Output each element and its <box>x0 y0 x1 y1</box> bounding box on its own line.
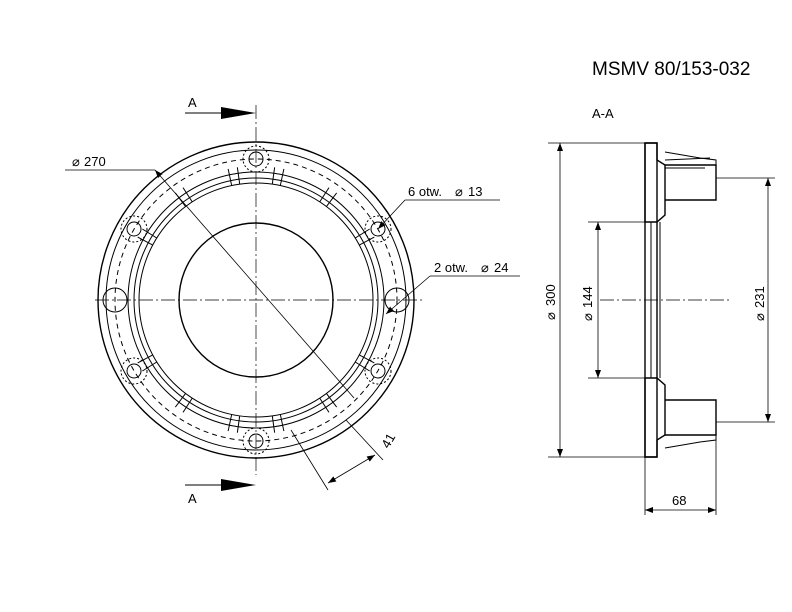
rib-line <box>227 414 233 432</box>
holes-small-label: 6 otw. <box>408 184 442 199</box>
section-marker-bottom: A <box>188 491 197 506</box>
rib-line <box>142 228 158 239</box>
rib-line <box>236 415 241 433</box>
dim-d231: 231 <box>752 286 767 308</box>
section-marker-top: A <box>188 95 197 110</box>
rib-line <box>354 361 370 372</box>
dia-symbol-270: ⌀ <box>72 154 80 169</box>
section-label: A-A <box>592 106 614 121</box>
dia-symbol-144: ⌀ <box>580 313 595 321</box>
section-view: A-A ⌀ 300 ⌀ 144 ⌀ <box>543 106 775 515</box>
dim-d300: 300 <box>543 284 558 306</box>
holes-small-dia: 13 <box>468 184 482 199</box>
rib-line <box>279 414 285 432</box>
dim-d144: 144 <box>580 286 595 308</box>
holes-large-label: 2 otw. <box>434 260 468 275</box>
rib-line <box>137 236 153 246</box>
rib-line <box>174 393 186 408</box>
dim-41: 41 <box>378 431 398 451</box>
dia-symbol-13: ⌀ <box>455 184 463 199</box>
large-holes <box>102 287 410 313</box>
holes-large-dia: 24 <box>494 260 508 275</box>
rib-line <box>319 397 330 413</box>
rib-line <box>142 361 158 372</box>
rib-line <box>227 168 233 186</box>
dim-d270: 270 <box>84 154 106 169</box>
small-holes <box>120 145 392 455</box>
rib-line <box>279 168 285 186</box>
rib-line <box>326 192 338 207</box>
rib-line <box>182 397 193 413</box>
rib-line <box>326 393 338 408</box>
front-view: A A ⌀ 270 6 otw. ⌀ 13 2 otw. ⌀ 24 41 <box>65 95 520 506</box>
dim-68: 68 <box>672 493 686 508</box>
dia-symbol-231: ⌀ <box>752 313 767 321</box>
rib-line <box>271 415 276 433</box>
rib-line <box>137 354 153 364</box>
rib-line <box>354 228 370 239</box>
rib-line <box>182 187 193 203</box>
outer-flange-circle <box>97 141 415 459</box>
rib-line <box>359 236 375 246</box>
rib-line <box>271 167 276 185</box>
rib-line <box>236 167 241 185</box>
dia-symbol-24: ⌀ <box>481 260 489 275</box>
rib-line <box>359 354 375 364</box>
dia-symbol-300: ⌀ <box>543 312 558 320</box>
rib-line <box>319 187 330 203</box>
drawing-title: MSMV 80/153-032 <box>592 59 750 80</box>
bore-circle <box>178 222 334 378</box>
